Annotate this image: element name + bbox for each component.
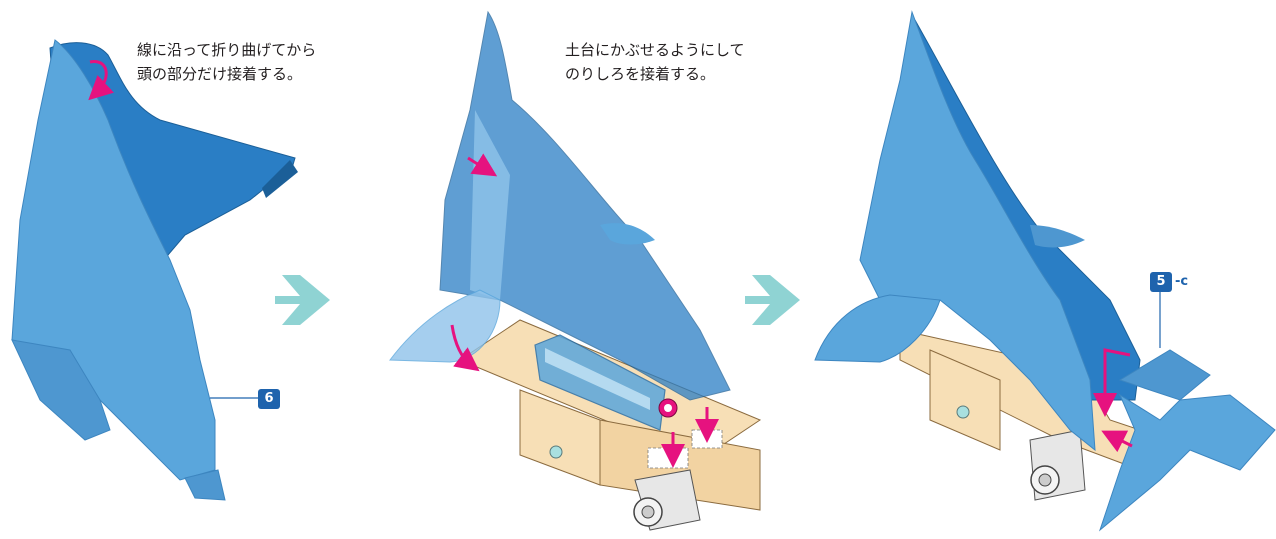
flow-arrow-1 <box>275 275 330 325</box>
step1-bottom-flap <box>11 339 111 441</box>
part-badge-6: 6 <box>258 389 280 409</box>
step3-peg <box>956 405 970 419</box>
step3-arrow-2 <box>1101 430 1133 453</box>
step3-assembly <box>814 10 1276 532</box>
step2-caption-line: 土台にかぶせるようにして <box>565 41 745 59</box>
step3-dark-shell <box>914 19 1141 401</box>
step2-caption: 土台にかぶせるようにして のりしろを接着する。 <box>565 38 745 86</box>
base-peg <box>549 445 563 459</box>
fold-arrow <box>88 60 114 101</box>
glue-arrow-2 <box>450 324 480 372</box>
step3-arrow-1 <box>1093 348 1131 417</box>
part-badge-5-suffix: -c <box>1175 274 1189 289</box>
step3-fin <box>1118 349 1211 401</box>
step3-tail <box>814 294 941 363</box>
step1-whale-part <box>11 39 298 501</box>
part-badge-5: 5 <box>1150 272 1172 292</box>
step3-main-body <box>859 10 1096 452</box>
step1-caption-line: 線に沿って折り曲げてから <box>137 41 317 59</box>
step2-assembly <box>389 10 762 531</box>
step1-caption: 線に沿って折り曲げてから 頭の部分だけ接着する。 <box>137 38 316 86</box>
step1-main-body <box>11 39 216 481</box>
flow-arrow-2 <box>745 275 800 325</box>
step2-whale-shell <box>439 10 731 401</box>
step1-caption-line: 頭の部分だけ接着する。 <box>137 65 303 83</box>
step2-caption-line: のりしろを接着する。 <box>565 65 716 83</box>
step3-fin-lower <box>1098 393 1276 532</box>
glue-arrow-1 <box>467 153 498 177</box>
